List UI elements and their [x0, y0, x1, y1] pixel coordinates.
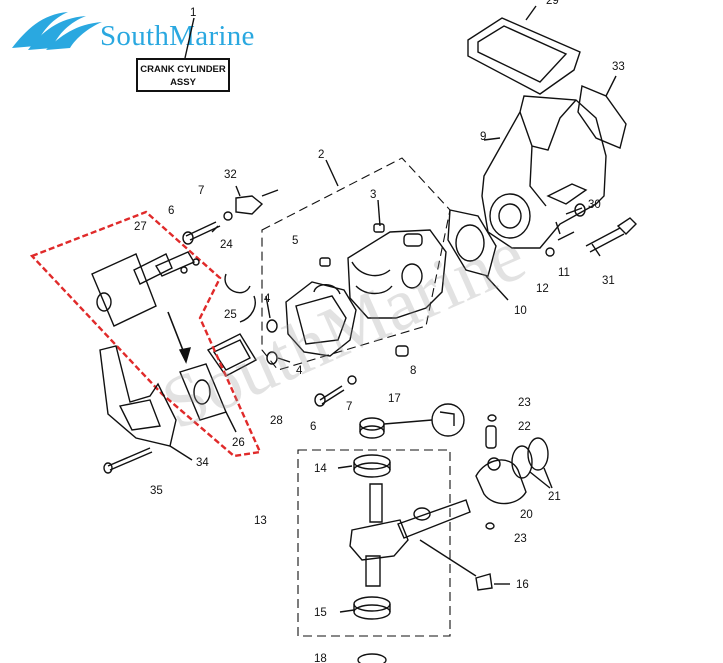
callout-18: 18: [314, 653, 327, 663]
callout-13: 13: [254, 515, 267, 527]
part-crankcase-left: [285, 281, 357, 357]
part-piston-ring-upper: [511, 445, 533, 479]
callout-35: 35: [150, 485, 163, 497]
callout-21: 21: [548, 491, 561, 503]
part-bolt-11: [557, 231, 575, 241]
callout-34: 34: [196, 457, 209, 469]
leader-1: [184, 17, 195, 59]
callout-2: 2: [318, 149, 324, 161]
highlight-outline-reed-valve: [29, 210, 262, 458]
callout-27: 27: [134, 221, 147, 233]
assembly-title-line1: CRANK CYLINDER: [140, 64, 226, 75]
part-bearing-15: [353, 596, 391, 612]
part-reed-valve-assy-26: [179, 363, 237, 433]
callout-12: 12: [536, 283, 549, 295]
part-reed-valve-27: [91, 251, 200, 327]
part-piston-ring-lower: [527, 437, 549, 471]
part-plug: [395, 345, 409, 357]
callout-7-lower: 7: [346, 401, 352, 413]
part-intake-manifold-34: [99, 345, 193, 461]
arrow-head: [178, 347, 191, 364]
part-screw-lower: [266, 351, 278, 365]
callout-32: 32: [224, 169, 237, 181]
part-washer-upper: [223, 211, 233, 221]
callout-25: 25: [224, 309, 237, 321]
assembly-title-line2: ASSY: [170, 77, 196, 88]
part-crankshaft: [349, 483, 471, 587]
callout-9: 9: [480, 131, 486, 143]
callout-28: 28: [270, 415, 283, 427]
callout-23-upper: 23: [518, 397, 531, 409]
part-crankcase-right: [347, 199, 447, 319]
part-long-bolt-35: [103, 447, 153, 474]
part-bolt-30: [565, 207, 583, 215]
callout-10: 10: [514, 305, 527, 317]
callout-5: 5: [292, 235, 298, 247]
callout-4-lower: 4: [296, 365, 303, 377]
callout-6-lower: 6: [310, 421, 316, 433]
callout-8: 8: [410, 365, 416, 377]
callout-11: 11: [558, 267, 570, 279]
brand-logo: SouthMarine: [6, 4, 306, 56]
callout-29: 29: [546, 0, 559, 7]
part-bearing-14: [353, 454, 391, 470]
callout-7-upper: 7: [198, 185, 204, 197]
part-screw-upper: [266, 319, 278, 333]
callout-20: 20: [520, 509, 533, 521]
callout-26: 26: [232, 437, 245, 449]
callout-17: 17: [388, 393, 401, 405]
part-clip: [235, 195, 264, 215]
callout-23-lower: 23: [514, 533, 527, 545]
part-cover-plate: [467, 5, 581, 95]
callout-1: 1: [190, 7, 196, 19]
callout-24: 24: [220, 239, 233, 251]
part-gasket-28: [206, 333, 257, 377]
detail-magnifier: [431, 403, 465, 437]
part-bolt-lower: [314, 385, 345, 407]
part-bolt-upper: [182, 221, 221, 245]
part-washer-lower: [347, 375, 357, 385]
callout-33: 33: [612, 61, 625, 73]
part-piston-20: [475, 457, 527, 505]
part-cylinder-housing: [481, 95, 607, 249]
part-gasket-sheet: [577, 75, 627, 149]
part-washer-12: [545, 247, 555, 257]
callout-15: 15: [314, 607, 327, 619]
part-nut-16: [475, 573, 493, 591]
callout-6-upper: 6: [168, 205, 174, 217]
callout-30: 30: [588, 199, 601, 211]
part-clip-23-lower: [485, 522, 495, 530]
dashed-outline-crankshaft: [297, 449, 451, 637]
part-hose-25: [239, 295, 256, 323]
dashed-outline-assembly: [261, 157, 451, 371]
part-piston-pin-22: [485, 425, 497, 449]
brand-name: SouthMarine: [100, 20, 255, 52]
assembly-title-box: CRANK CYLINDER ASSY: [136, 58, 230, 92]
part-oil-seal-18: [357, 653, 387, 663]
part-flange-gasket: [447, 209, 509, 301]
leader-2: [325, 159, 339, 187]
callout-31: 31: [602, 275, 615, 287]
callout-14: 14: [314, 463, 327, 475]
wave-logo-icon: [12, 12, 102, 50]
part-spark-plug: [585, 217, 637, 257]
part-clip-23-upper: [487, 414, 497, 422]
callout-3: 3: [370, 189, 376, 201]
callout-22: 22: [518, 421, 531, 433]
callout-labels: 1 2 3 4 4 5 6 6 7 7 8 9 10 11 12 13 14 1…: [134, 0, 625, 663]
callout-16: 16: [516, 579, 529, 591]
part-dowel-pin: [319, 257, 331, 267]
callout-4-upper: 4: [264, 293, 271, 305]
part-hose-24: [224, 273, 251, 294]
